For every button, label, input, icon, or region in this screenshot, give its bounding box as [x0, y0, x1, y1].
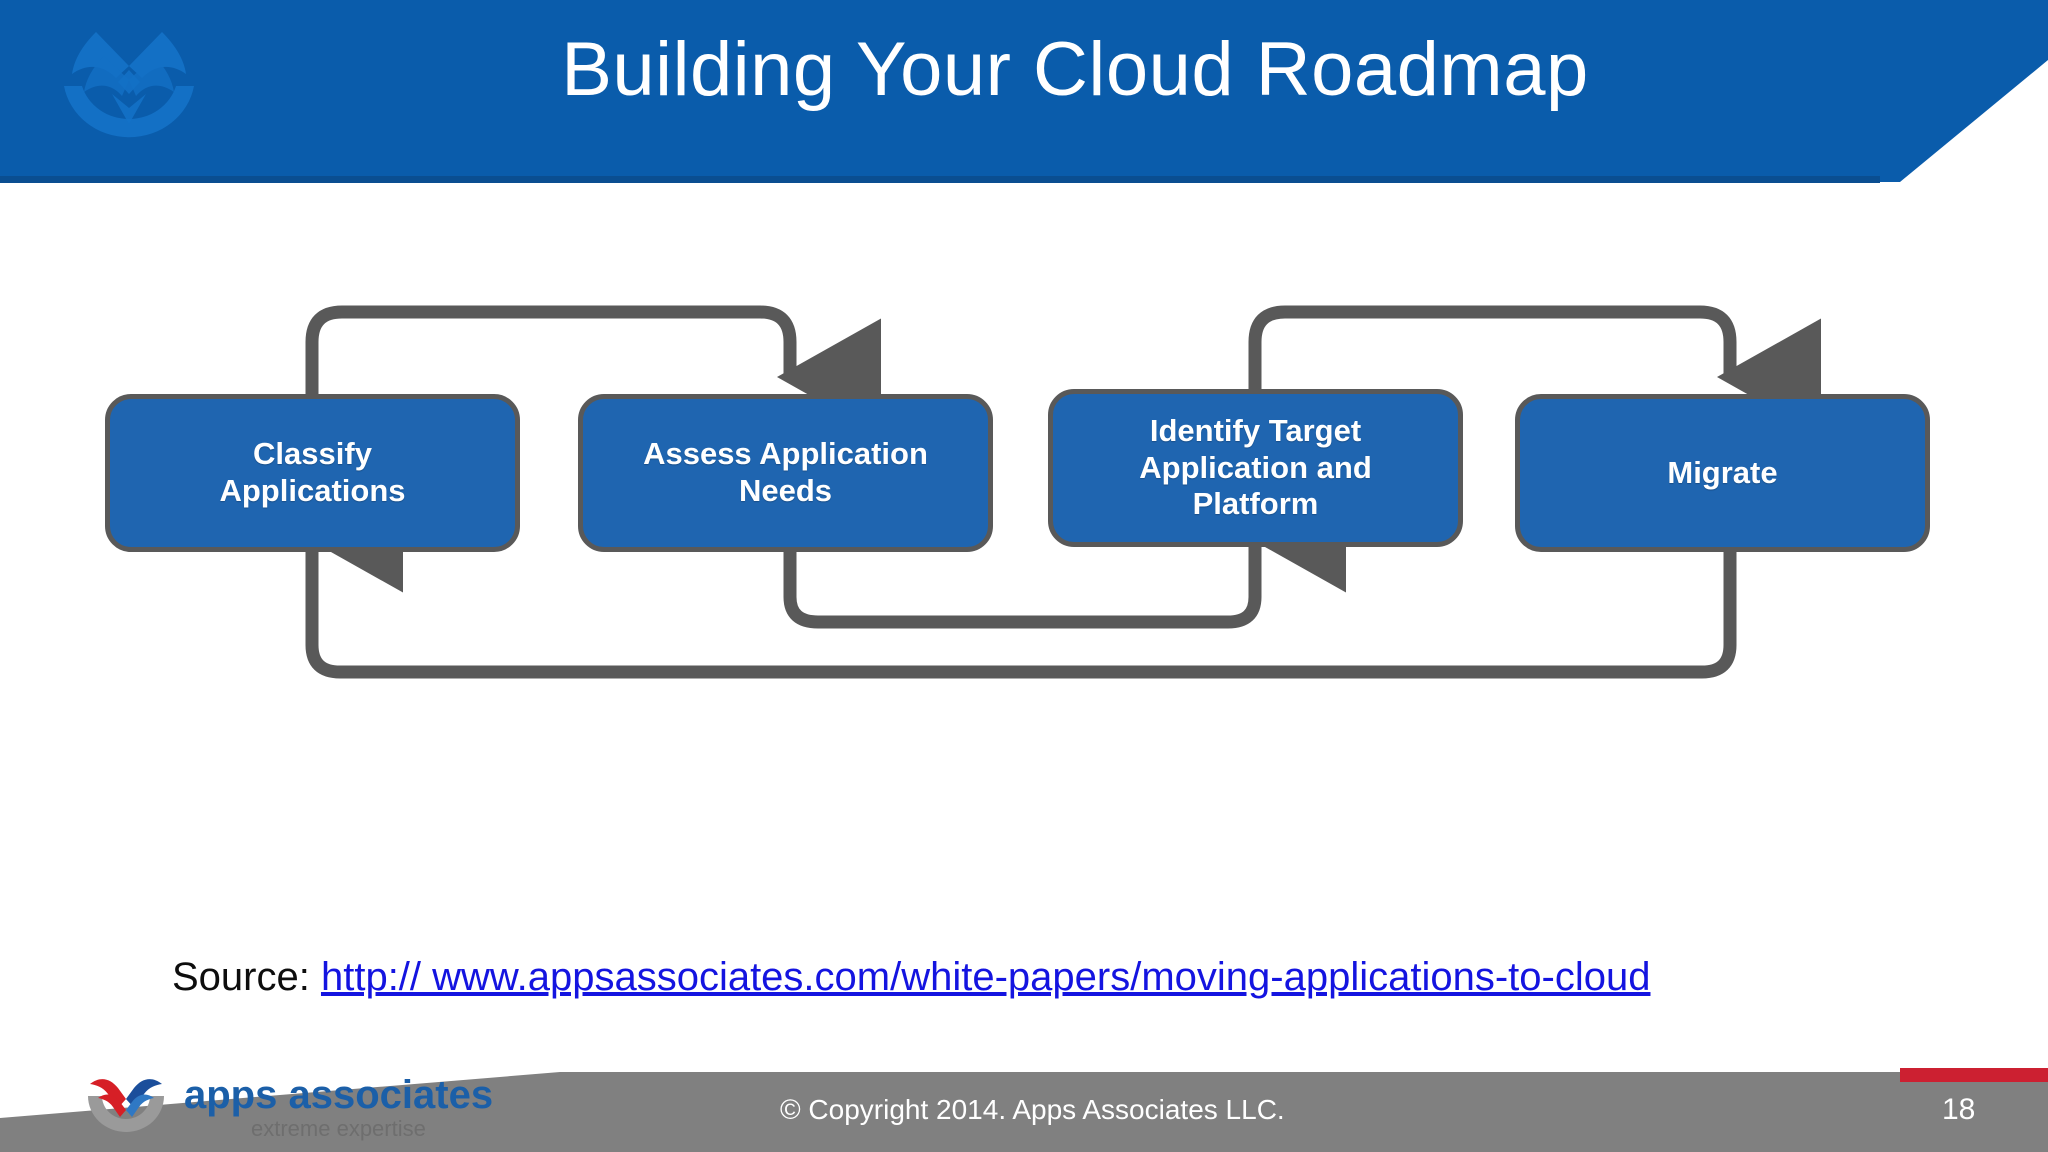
- process-box-line-1: Identify Target: [1149, 413, 1362, 449]
- process-box-line-2: Needs: [738, 473, 833, 508]
- page-title: Building Your Cloud Roadmap: [561, 27, 1589, 112]
- source-line: Source: http:// www.appsassociates.com/w…: [172, 955, 1650, 1000]
- footer-red-accent: [1900, 1068, 2048, 1082]
- process-box-line-1: Migrate: [1667, 454, 1778, 490]
- logo-wordmark: apps associates: [184, 1073, 493, 1117]
- source-label: Source:: [172, 955, 321, 999]
- process-box-line-2: Application and: [1139, 449, 1372, 485]
- process-box-line-3: Platform: [1192, 486, 1319, 522]
- connector-identify-to-migrate: [1248, 305, 1821, 436]
- source-link[interactable]: http:// www.appsassociates.com/white-pap…: [320, 955, 1651, 999]
- process-box-migrate[interactable]: Migrate: [1515, 394, 1930, 552]
- connector-classify-to-assess: [305, 305, 881, 436]
- apps-associates-logo-icon: apps associates extreme expertise: [76, 1066, 506, 1144]
- process-box-label: Identify Target Application and Platform: [1139, 413, 1372, 523]
- header-band-edge: [0, 176, 1880, 183]
- page-number: 18: [1942, 1093, 1976, 1126]
- process-box-line-1: Assess Application: [643, 436, 928, 472]
- process-box-line-2: Applications: [219, 473, 406, 508]
- process-box-identify-target-application-and-platform[interactable]: Identify Target Application and Platform: [1048, 389, 1463, 547]
- connector-layer: [299, 305, 1821, 679]
- copyright-text: © Copyright 2014. Apps Associates LLC.: [780, 1094, 1285, 1125]
- process-box-label: Classify Applications: [219, 436, 405, 509]
- logo-tagline: extreme expertise: [251, 1116, 426, 1141]
- header-band: [0, 0, 2048, 182]
- process-box-label: Migrate: [1667, 455, 1777, 492]
- process-box-assess-application-needs[interactable]: Assess Application Needs: [578, 394, 993, 552]
- process-box-classify-applications[interactable]: Classify Applications: [105, 394, 520, 552]
- process-flow-diagram: Classify Applications Assess Application…: [0, 182, 2048, 922]
- process-box-line-1: Classify: [253, 436, 372, 472]
- process-box-label: Assess Application Needs: [643, 436, 928, 509]
- apps-associates-watermark-icon: [34, 8, 224, 173]
